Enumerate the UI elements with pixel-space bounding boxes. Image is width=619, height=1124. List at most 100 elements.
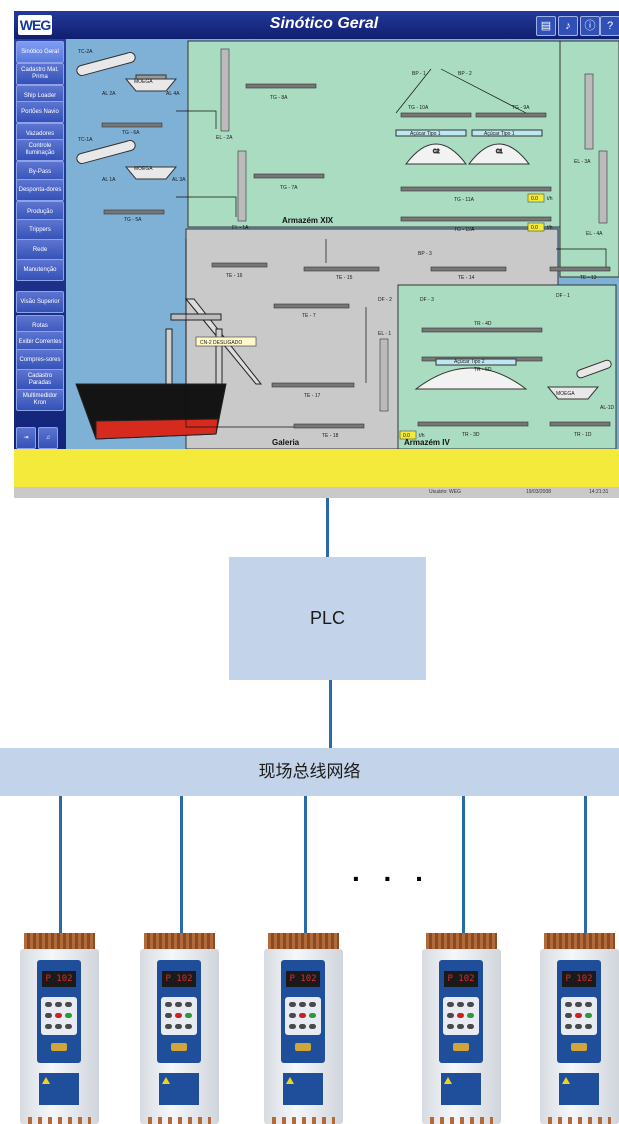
tag-tg5a: TG - 5A [124, 217, 142, 223]
alarm-bell-icon[interactable]: ♪ [558, 16, 578, 36]
tag-el3a: EL - 3A [574, 159, 591, 165]
flow-value-2: 0.0 [531, 225, 538, 231]
tag-bp2: BP - 2 [458, 71, 472, 77]
nav-button-5[interactable]: Controle Iluminação [16, 139, 64, 161]
nav-button-3[interactable]: Portões Navio [16, 101, 64, 123]
title-bar: WEG Sinótico Geral ▤ ♪ ⓘ ? [14, 11, 619, 39]
product-tipo2: Açúcar Tipo 2 [454, 359, 485, 365]
tag-tg6a: TG - 6A [122, 130, 140, 136]
report-icon[interactable]: ▤ [536, 16, 556, 36]
tag-al4a: AL 4A [166, 91, 180, 97]
moega-label-top: MOEGA [134, 79, 153, 85]
tag-tg12a: TG - 12A [454, 227, 475, 233]
tag-te17: TE - 17 [304, 393, 321, 399]
moega-label-bottom: MOEGA [134, 166, 153, 172]
nav-button-12[interactable]: Visão Superior [16, 291, 64, 313]
drop-line-2 [180, 796, 183, 933]
area-galeria: Galeria [272, 438, 300, 447]
tag-bp3: BP - 3 [418, 251, 432, 257]
scada-screen: WEG Sinótico Geral ▤ ♪ ⓘ ? Sinótico Gera… [14, 11, 619, 498]
help-icon[interactable]: ? [600, 16, 619, 36]
tag-te15: TE - 15 [336, 275, 353, 281]
status-date: 19/03/2008 [526, 489, 552, 495]
tag-tg10a: TG - 10A [408, 105, 429, 111]
status-message: CN-2 DESLIGADO [200, 340, 242, 346]
nav-button-7[interactable]: Desponta-dores [16, 179, 64, 201]
tag-al3a: AL 3A [172, 177, 186, 183]
nav-button-11[interactable]: Manutenção [16, 259, 64, 281]
tag-el1a: EL - 1A [232, 225, 249, 231]
tag-tr3d: TR - 3D [462, 432, 480, 438]
nav-button-17[interactable]: Multimedidor Kron [16, 389, 64, 411]
link-scada-plc [326, 498, 329, 557]
tag-el2a: EL - 2A [216, 135, 233, 141]
moega-label-iv: MOEGA [556, 391, 575, 397]
info-icon[interactable]: ⓘ [580, 16, 600, 36]
tag-tc2a: TC-2A [78, 49, 93, 55]
silo-c2-label: C2 [433, 149, 440, 155]
flow-unit-2: t/h [547, 225, 553, 231]
area-armazem-iv: Armazém IV [404, 438, 450, 447]
flow-value-3: 0.0 [403, 433, 410, 439]
plc-label: PLC [309, 608, 345, 628]
fieldbus-network-label: 现场总线网络 [258, 762, 361, 781]
moega-iv [546, 359, 612, 400]
plant-drawing: C2 C1 [75, 40, 619, 449]
nav-button-15[interactable]: Compres-sores [16, 349, 64, 371]
silos: C2 C1 [395, 129, 543, 165]
tag-tg11a: TG - 11A [454, 197, 475, 203]
drive-display: P 102 [162, 971, 196, 987]
status-user: Usuário: WEG [429, 489, 461, 495]
tag-tg9a: TG - 9A [512, 105, 530, 111]
tag-tr4d: TR - 4D [474, 321, 492, 327]
alarm-bar [14, 449, 619, 487]
frequency-drive: P 102 [20, 933, 99, 1124]
more-devices-ellipsis: . . . [352, 856, 431, 887]
tag-el4a: EL - 4A [586, 231, 603, 237]
status-time: 14:21:31 [589, 489, 609, 495]
drop-line-4 [462, 796, 465, 933]
tag-te14: TE - 14 [458, 275, 475, 281]
product-tipo1-a: Açúcar Tipo 1 [410, 131, 441, 137]
drive-display: P 102 [562, 971, 596, 987]
tag-df3: DF - 3 [420, 297, 434, 303]
drop-line-5 [584, 796, 587, 933]
drive-display: P 102 [444, 971, 478, 987]
armazem-iv-area [397, 284, 617, 449]
drop-line-1 [59, 796, 62, 933]
tag-el1: EL - 1 [378, 331, 391, 337]
flow-unit-3: t/h [419, 433, 425, 439]
frequency-drive: P 102 [264, 933, 343, 1124]
drive-display: P 102 [42, 971, 76, 987]
elevators [220, 48, 608, 412]
tag-al2a: AL 2A [102, 91, 116, 97]
nav-button-16[interactable]: Cadastro Paradas [16, 369, 64, 391]
flow-unit-1: t/h [547, 196, 553, 202]
flow-value-1: 0.0 [531, 196, 538, 202]
fieldbus-network-bar: 现场总线网络 [0, 748, 619, 796]
tag-tg8a: TG - 8A [270, 95, 288, 101]
frequency-drive: P 102 [540, 933, 619, 1124]
drive-display: P 102 [286, 971, 320, 987]
plc-box: PLC [229, 557, 426, 680]
drop-line-3 [304, 796, 307, 933]
flow-readouts: 0.0 t/h 0.0 t/h 0.0 t/h [399, 193, 553, 440]
tag-te7: TE - 7 [302, 313, 316, 319]
area-armazem-xix: Armazém XIX [282, 216, 334, 225]
nav-button-10[interactable]: Rede [16, 239, 64, 261]
frequency-drive: P 102 [422, 933, 501, 1124]
tag-al1d: AL-1D [600, 405, 615, 411]
speaker-icon[interactable]: ♫ [38, 427, 58, 449]
tag-tc1a: TC-1A [78, 137, 93, 143]
flow-lines [176, 68, 607, 428]
weg-logo: WEG [18, 15, 52, 35]
link-plc-bus [329, 680, 332, 748]
tag-df1: DF - 1 [556, 293, 570, 299]
nav-button-9[interactable]: Trippers [16, 219, 64, 241]
nav-button-1[interactable]: Cadastro Mat. Prima [16, 63, 64, 85]
frequency-drive: P 102 [140, 933, 219, 1124]
tag-df2: DF - 2 [378, 297, 392, 303]
exit-icon[interactable]: ⇥ [16, 427, 36, 449]
tag-te13: TE - 13 [580, 275, 597, 281]
nav-button-0[interactable]: Sinótico Geral [16, 41, 64, 63]
